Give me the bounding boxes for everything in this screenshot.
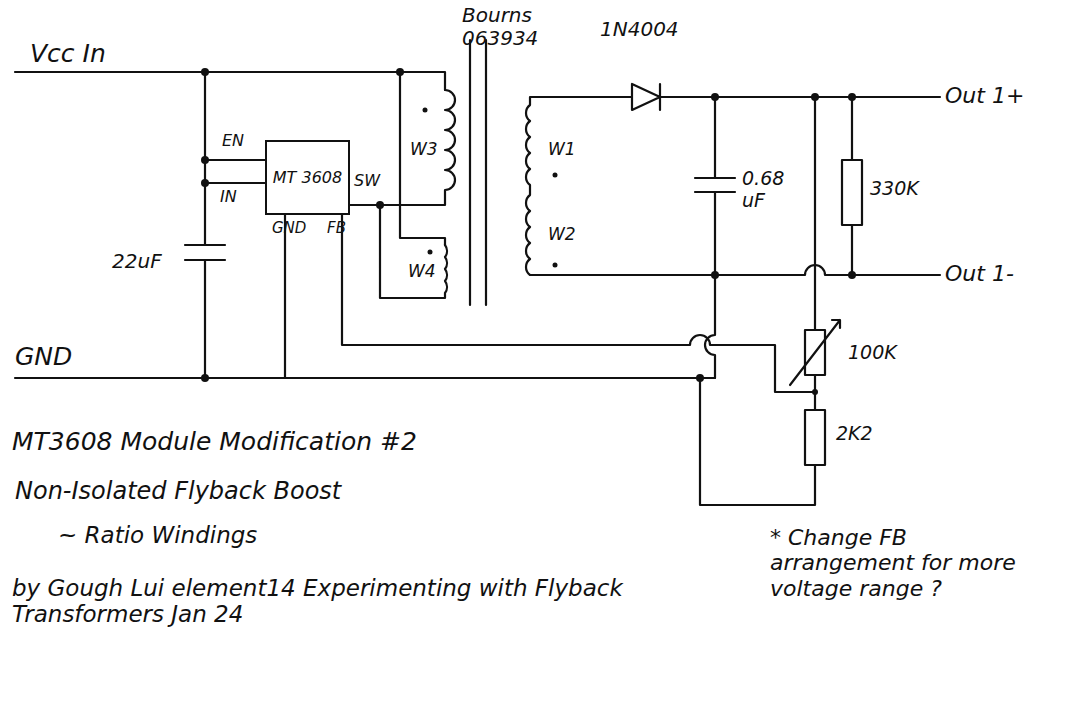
divider-ground-wire [700, 378, 815, 505]
note-text: Non-Isolated Flyback Boost [15, 478, 341, 506]
winding-name: W4 [408, 262, 436, 282]
coil-w4 [380, 205, 447, 298]
pin-name: SW [354, 172, 380, 190]
resistor-symbol [842, 160, 862, 225]
capacitor-symbol [695, 97, 735, 275]
credit-text: by Gough Lui element14 Experimenting wit… [12, 575, 712, 628]
junction-dots [201, 68, 856, 395]
coil-w3 [380, 90, 455, 205]
en-in-wire [205, 160, 265, 183]
diagram-title: MT3608 Module Modification #2 [12, 428, 417, 457]
resistor-symbol [805, 410, 825, 465]
chip-label: MT 3608 [273, 169, 342, 187]
winding-name: W3 [410, 140, 438, 160]
part-number: Bourns 063934 [462, 4, 572, 50]
winding-name: W1 [548, 140, 576, 160]
ic-chip-box: MT 3608 [265, 140, 350, 215]
net-label: GND [15, 343, 72, 372]
sw-wire [350, 204, 380, 206]
winding-name: W2 [548, 225, 576, 245]
fb-divider-wire [814, 97, 816, 330]
component-value: 2K2 [836, 423, 873, 445]
component-value: 22uF [112, 250, 162, 273]
capacitor-symbol [185, 72, 225, 378]
transformer-core [470, 40, 486, 305]
net-label: Out 1+ [945, 83, 1024, 108]
note-text: * Change FB arrangement for more voltage… [770, 525, 1040, 601]
component-value: 100K [848, 342, 897, 364]
out-minus-wire [715, 265, 940, 275]
coil-w1-w2 [526, 97, 715, 275]
diode-symbol [600, 84, 940, 110]
chip-gnd-wire [284, 215, 286, 378]
note-text: ~ Ratio Windings [58, 522, 257, 548]
gnd-wire [15, 377, 715, 379]
out-minus-ground-wire [705, 275, 715, 378]
pin-name: EN [222, 132, 244, 150]
vcc-to-w4-wire [400, 72, 445, 245]
vcc-wire [15, 72, 445, 90]
net-label: Out 1- [945, 261, 1014, 286]
pin-name: IN [220, 188, 237, 206]
fb-wire [342, 215, 815, 392]
resistor-wire [851, 97, 853, 275]
pin-name: GND [272, 220, 306, 237]
component-value: 0.68 uF [742, 168, 802, 212]
component-value: 330K [870, 178, 919, 200]
part-number: 1N4004 [600, 18, 679, 41]
pin-name: FB [327, 220, 346, 237]
net-label: Vcc In [30, 40, 106, 69]
